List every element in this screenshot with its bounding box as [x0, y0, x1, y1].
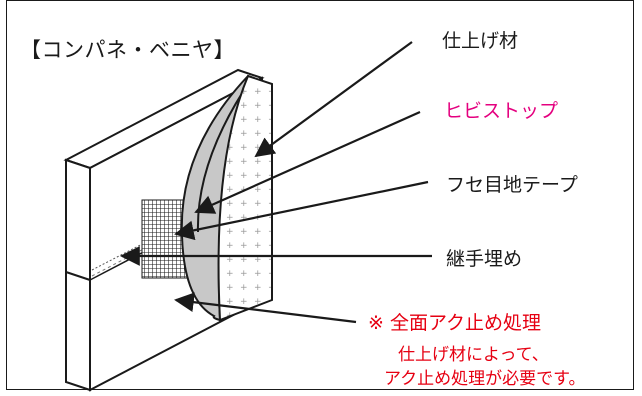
arrow-finish [254, 41, 413, 158]
label-finish: 仕上げ材 [442, 30, 519, 52]
note-line-1: 仕上げ材によって、 [398, 345, 549, 365]
label-tape: フセ目地テープ [446, 174, 578, 196]
arrow-hibistop [194, 110, 421, 214]
joint-tape-mesh [141, 199, 189, 279]
label-joint: 継手埋め [446, 248, 523, 270]
diagram-title: 【コンパネ・ベニヤ】 [20, 38, 235, 62]
note-line-2: アク止め処理が必要です。 [384, 369, 586, 389]
finish-layer [217, 74, 273, 322]
arrow-primer [174, 292, 357, 324]
label-primer: ※ 全面アク止め処理 [368, 312, 542, 334]
figure-frame [6, 0, 634, 390]
arrow-tape [174, 180, 429, 241]
label-hibistop: ヒビストップ [444, 100, 559, 122]
